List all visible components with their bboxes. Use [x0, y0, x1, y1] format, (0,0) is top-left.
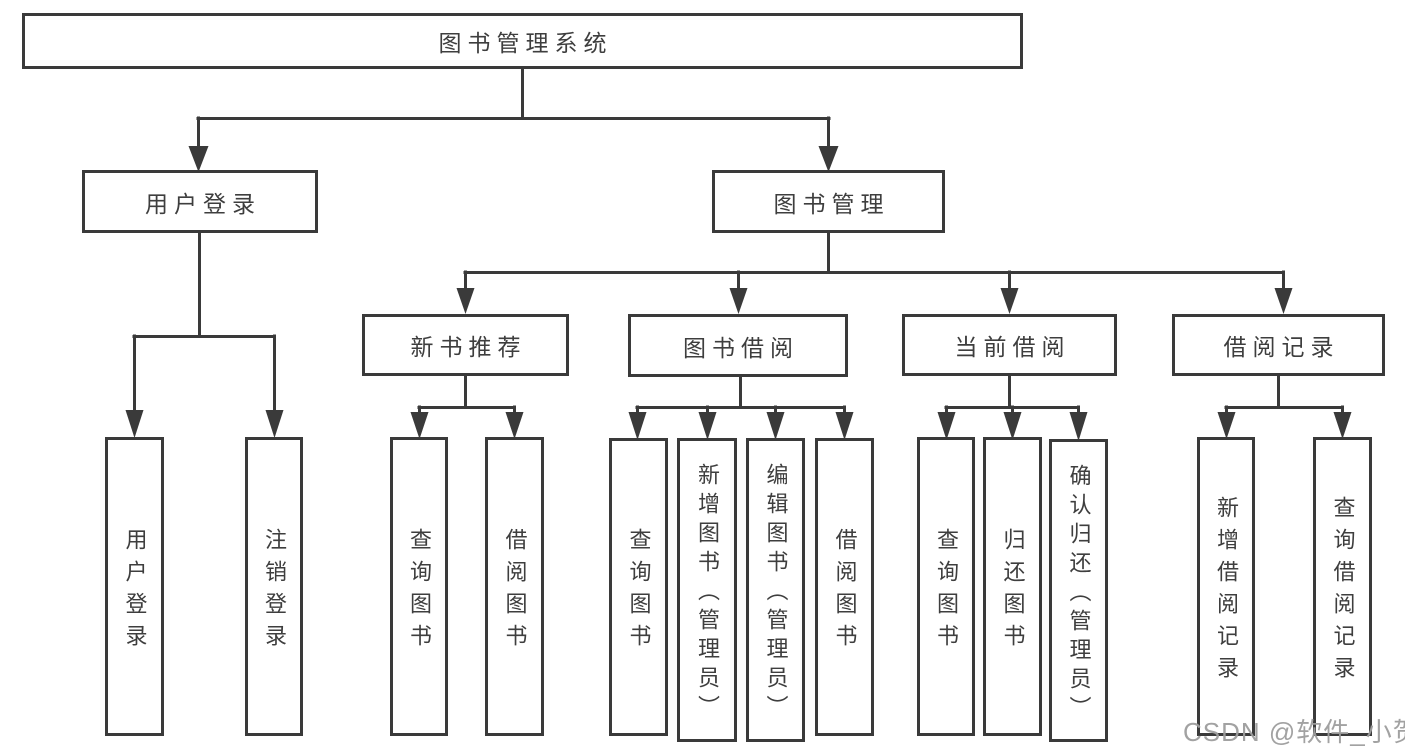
- node-label: 当前借阅: [954, 334, 1071, 360]
- connector-borrowing-records-fork: [1217, 374, 1352, 439]
- node-user-login-branch: 用户登录: [82, 170, 318, 233]
- arrowhead-icon: [1000, 288, 1019, 314]
- arrowhead-icon: [265, 410, 284, 438]
- node-label: 图书借阅: [683, 334, 799, 361]
- leaf-add-books-admin: 新增图书（管理员）: [677, 438, 737, 742]
- arrowhead-icon: [628, 412, 647, 440]
- arrowhead-icon: [1069, 412, 1088, 441]
- node-label: 注销登录: [262, 527, 287, 656]
- leaf-user-login: 用户登录: [105, 437, 164, 736]
- arrowhead-icon: [729, 288, 748, 314]
- node-label: 新增图书（管理员）: [695, 463, 720, 724]
- leaf-query-books-borrowing: 查询图书: [609, 438, 668, 736]
- leaf-query-books-current: 查询图书: [917, 437, 975, 736]
- node-book-management-system: 图书管理系统: [22, 13, 1023, 69]
- node-label: 归还图书: [1000, 527, 1026, 656]
- leaf-confirm-return-admin: 确认归还（管理员）: [1049, 439, 1108, 742]
- arrowhead-icon: [188, 146, 209, 172]
- leaf-borrow-books-newbooks: 借阅图书: [485, 437, 544, 736]
- node-borrowing-records: 借阅记录: [1172, 314, 1385, 376]
- csdn-watermark: CSDN @软件_小贺同学: [1183, 717, 1405, 747]
- node-label: 用户登录: [122, 527, 148, 656]
- leaf-edit-books-admin: 编辑图书（管理员）: [746, 438, 805, 742]
- node-label: 新增借阅记录: [1214, 495, 1239, 688]
- arrowhead-icon: [1003, 412, 1022, 440]
- node-label: 查询图书: [934, 527, 959, 656]
- arrowhead-icon: [505, 412, 524, 439]
- leaf-borrow-books-borrowing: 借阅图书: [815, 438, 874, 736]
- arrowhead-icon: [125, 410, 144, 438]
- connector-root-fork: [188, 66, 839, 172]
- leaf-query-books-newbooks: 查询图书: [390, 437, 448, 736]
- leaf-logout: 注销登录: [245, 437, 303, 736]
- arrowhead-icon: [1333, 412, 1352, 439]
- arrowhead-icon: [456, 288, 475, 314]
- arrowhead-icon: [835, 412, 854, 440]
- node-label: 用户登录: [145, 190, 261, 217]
- node-label: 查询借阅记录: [1330, 495, 1356, 688]
- node-book-management-branch: 图书管理: [712, 170, 945, 233]
- node-label: 编辑图书（管理员）: [763, 463, 789, 724]
- node-label: 查询图书: [407, 527, 432, 656]
- node-label: 确认归还（管理员）: [1066, 463, 1092, 725]
- arrowhead-icon: [1217, 412, 1236, 439]
- node-new-book-recommendation: 新书推荐: [362, 314, 569, 376]
- arrowhead-icon: [766, 412, 785, 440]
- connector-book-management-fork: [456, 231, 1293, 314]
- node-label: 查询图书: [626, 528, 652, 656]
- node-book-borrowing: 图书借阅: [628, 314, 848, 377]
- arrowhead-icon: [1274, 288, 1293, 314]
- connector-current-borrowing-fork: [937, 374, 1088, 441]
- node-label: 新书推荐: [410, 334, 527, 360]
- node-label: 借阅图书: [832, 528, 858, 656]
- node-label: 借阅图书: [502, 527, 528, 656]
- connector-book-borrowing-fork: [628, 375, 854, 440]
- connector-new-books-fork: [410, 374, 524, 439]
- arrowhead-icon: [410, 412, 429, 439]
- node-label: 图书管理系统: [438, 30, 613, 56]
- arrowhead-icon: [937, 412, 956, 440]
- leaf-add-borrowing-record: 新增借阅记录: [1197, 437, 1255, 736]
- connector-user-login-fork: [125, 231, 284, 438]
- node-current-borrowing: 当前借阅: [902, 314, 1117, 376]
- leaf-return-books: 归还图书: [983, 437, 1042, 736]
- node-label: 图书管理: [773, 190, 890, 217]
- leaf-query-borrowing-record: 查询借阅记录: [1313, 437, 1372, 736]
- node-label: 借阅记录: [1223, 334, 1340, 360]
- arrowhead-icon: [818, 146, 839, 172]
- arrowhead-icon: [698, 412, 717, 440]
